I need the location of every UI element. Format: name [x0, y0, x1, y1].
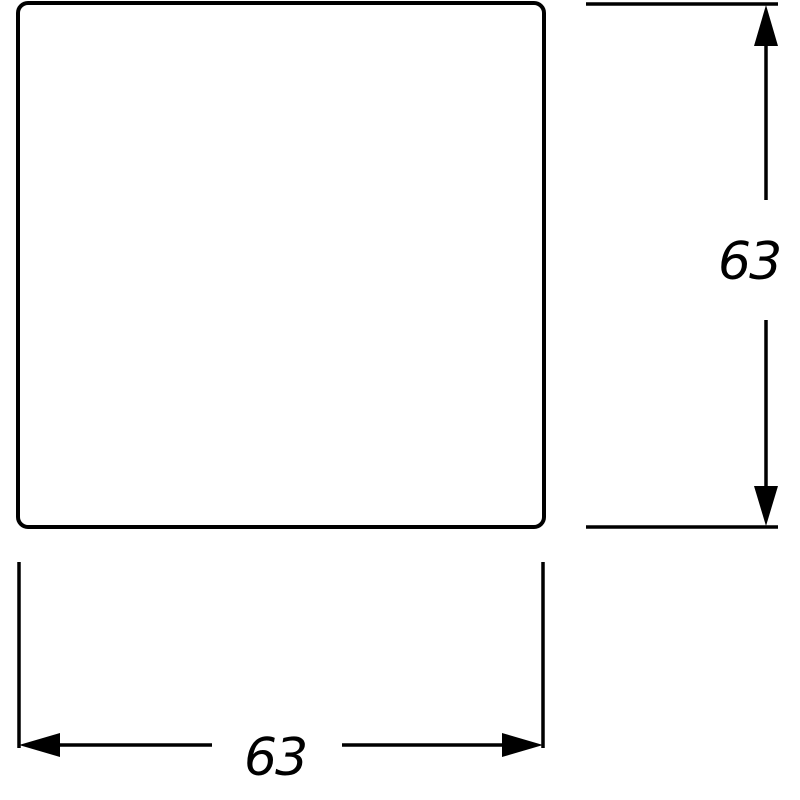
height-arrow-bottom-icon — [754, 486, 778, 526]
height-arrow-top-icon — [754, 5, 778, 46]
width-arrow-left-icon — [19, 733, 60, 757]
width-dimension-label: 63 — [244, 728, 308, 788]
square-plate-outline — [16, 1, 546, 529]
width-arrow-right-icon — [502, 733, 543, 757]
height-dimension-label: 63 — [718, 232, 782, 292]
